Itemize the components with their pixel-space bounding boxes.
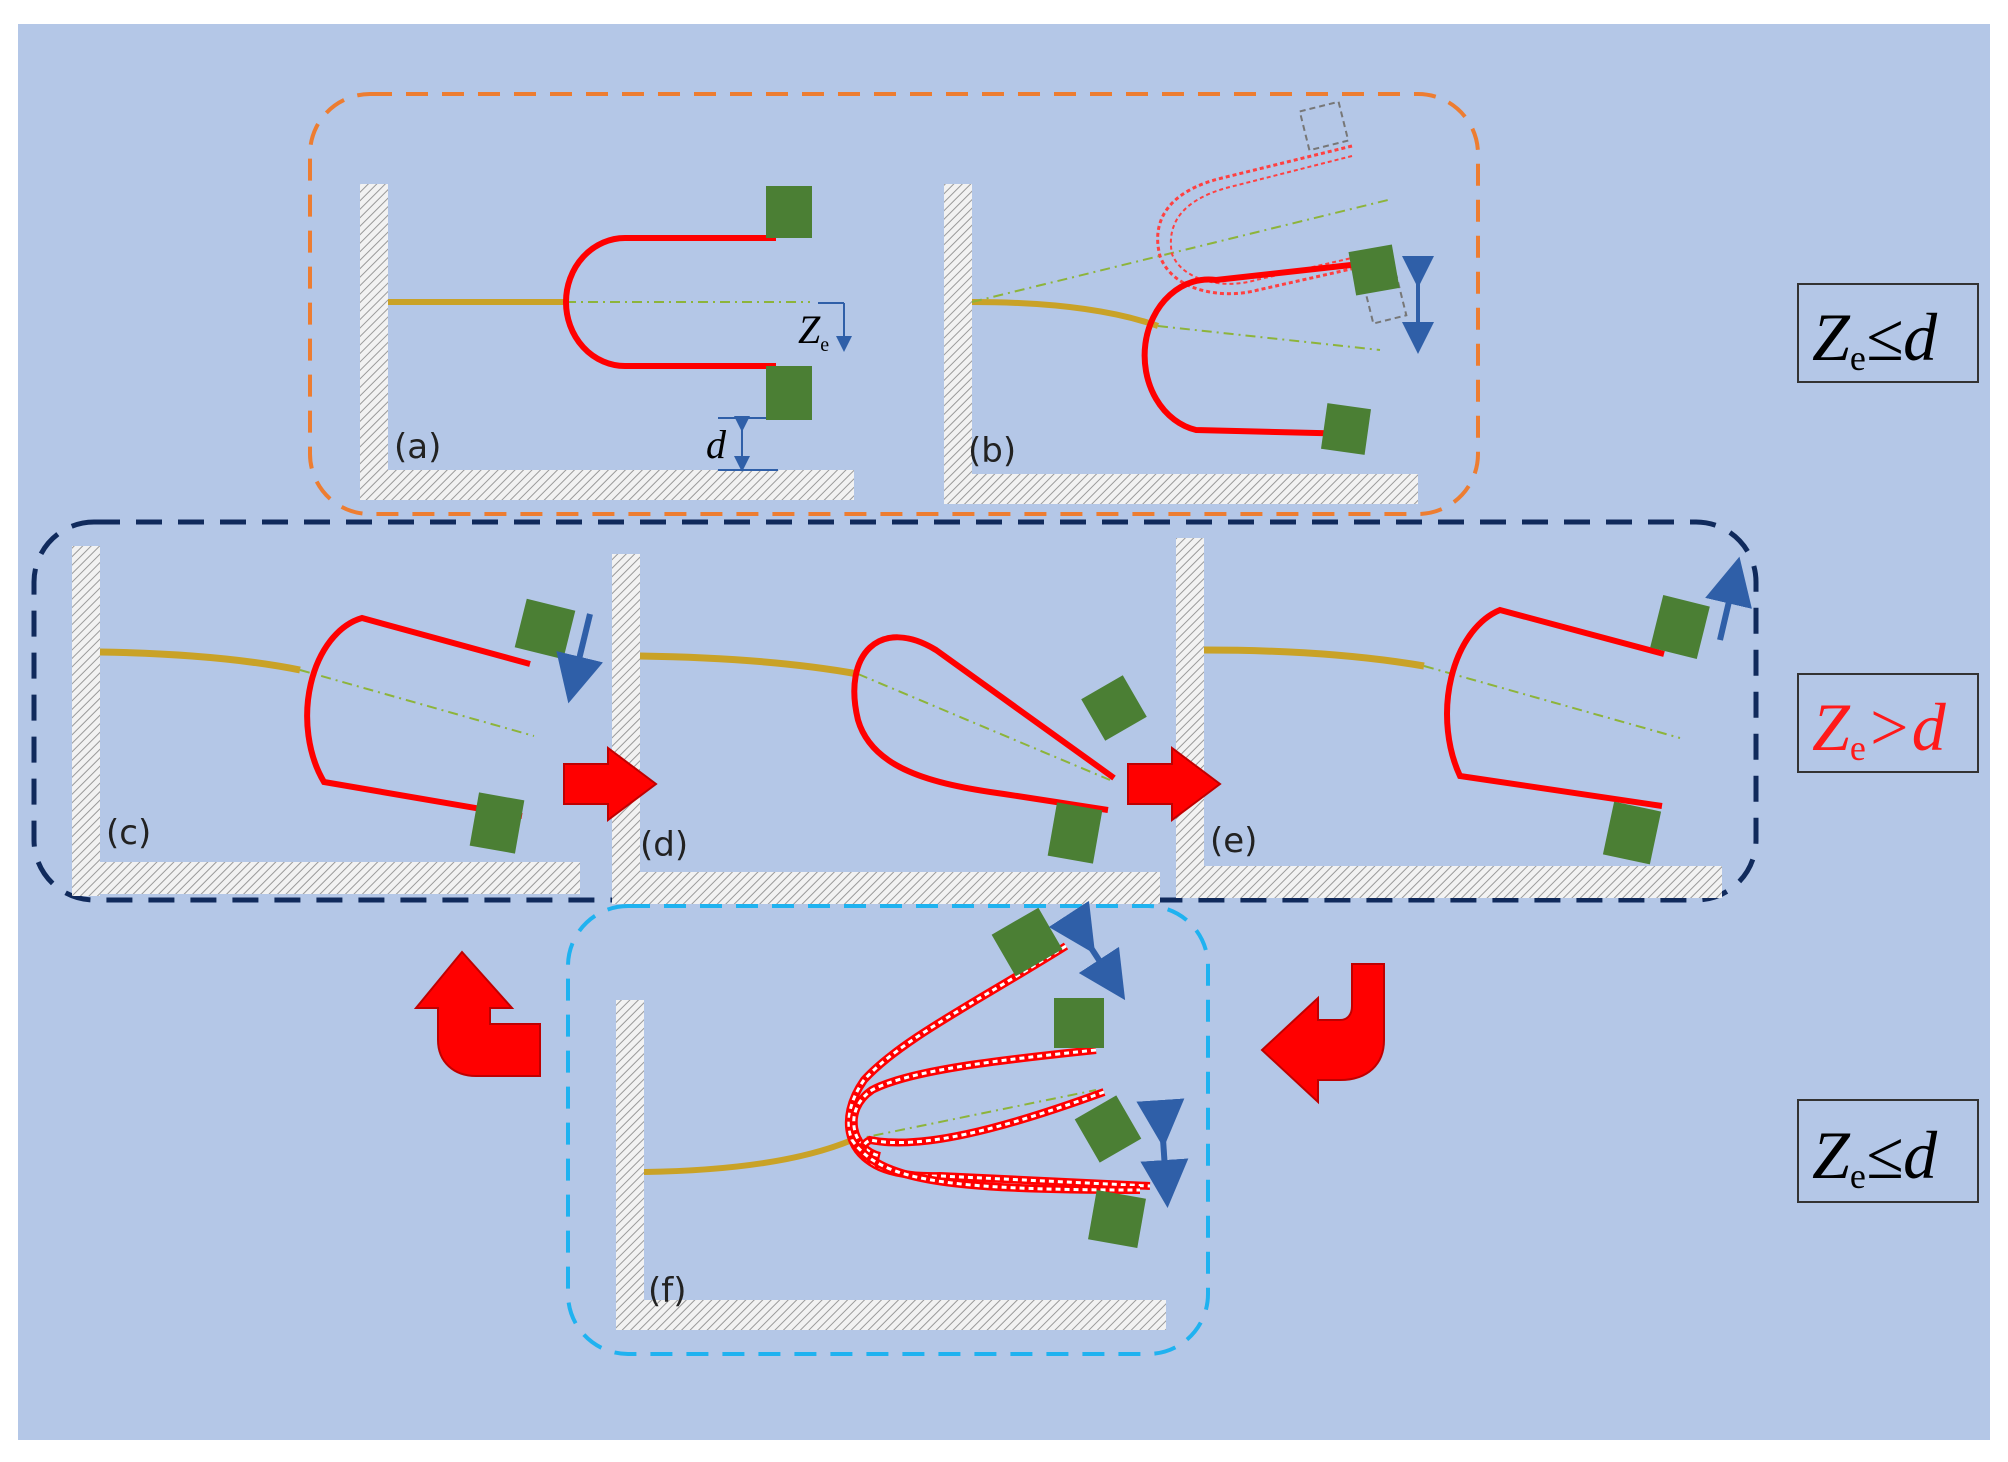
panel-e: (e) <box>1176 538 1752 898</box>
group-frame-top <box>308 92 1480 516</box>
fiber <box>643 1137 854 1175</box>
ghost-clamp-lower <box>1362 275 1408 325</box>
condition-box-2: Ze>d <box>1797 673 1979 773</box>
panel-label-e: (e) <box>1210 821 1257 861</box>
wall <box>360 184 388 498</box>
bent-tube <box>1141 259 1379 437</box>
bent-tube <box>1444 606 1665 809</box>
centerline <box>1423 665 1681 739</box>
centerline <box>299 669 535 737</box>
motion-arrow <box>1705 556 1752 641</box>
floor <box>612 872 1160 904</box>
ze-label: Ze <box>798 307 829 356</box>
floor <box>944 474 1418 504</box>
upper-clamp <box>1348 244 1400 296</box>
centerline-lower <box>1157 325 1381 351</box>
bent-tube <box>851 634 1116 813</box>
condition-box-1: Ze≤d <box>1797 283 1979 383</box>
group-frame-bottom <box>566 904 1210 1356</box>
arrow-c-to-d <box>563 746 658 822</box>
wall <box>72 546 100 896</box>
panel-label-d: (d) <box>640 825 688 865</box>
group-frame-middle <box>31 519 1759 903</box>
upper-clamp <box>514 598 576 660</box>
lower-clamp <box>1047 802 1103 864</box>
bent-tube <box>304 614 531 819</box>
lower-clamp <box>766 366 812 420</box>
lower-clamp <box>1321 403 1371 455</box>
ghost-tube <box>1156 144 1383 296</box>
upper-clamp <box>1650 594 1710 660</box>
motion-arrow-upper <box>1048 900 1126 1001</box>
panel-label-a: (a) <box>394 427 441 467</box>
d-label: d <box>706 422 727 467</box>
centerline <box>857 673 1111 781</box>
fiber <box>639 652 859 678</box>
floor <box>1176 866 1722 898</box>
clamp-1 <box>991 907 1063 977</box>
arrow-e-to-f <box>1260 963 1385 1105</box>
ghost-tube-2 <box>1169 155 1379 285</box>
motion-arrow <box>556 613 603 704</box>
fiber <box>99 648 301 674</box>
panel-a: Ze d (a) <box>360 184 854 500</box>
panel-label-f: (f) <box>648 1271 687 1311</box>
panel-d: (d) <box>612 554 1160 904</box>
fiber <box>971 299 1159 329</box>
panel-b: (b) <box>944 100 1434 504</box>
arrow-d-to-e <box>1127 746 1222 822</box>
lower-clamp <box>469 792 525 854</box>
motion-arrow-lower <box>1136 1098 1189 1208</box>
panel-c: (c) <box>72 546 603 896</box>
panel-f: (f) <box>616 900 1189 1330</box>
condition-text-2: Ze>d <box>1812 689 1947 768</box>
tube-sweep <box>844 942 1151 1194</box>
condition-text-3: Ze≤d <box>1812 1117 1938 1196</box>
floor <box>72 862 580 894</box>
wall <box>616 1000 644 1326</box>
lower-clamp <box>1602 801 1662 865</box>
bent-tube <box>563 235 776 369</box>
arrow-f-to-c <box>413 950 541 1077</box>
wall <box>1176 538 1204 896</box>
panel-label-b: (b) <box>968 431 1016 471</box>
centerline <box>971 199 1389 303</box>
clamp-2 <box>1054 998 1104 1048</box>
floor <box>360 470 854 500</box>
diagram-background <box>18 24 1990 1440</box>
upper-clamp <box>1081 675 1147 741</box>
clamp-3 <box>1074 1095 1142 1163</box>
upper-clamp <box>766 186 812 238</box>
centerline <box>851 1089 1097 1141</box>
wall <box>612 554 640 900</box>
condition-box-3: Ze≤d <box>1797 1099 1979 1203</box>
fiber <box>1203 646 1425 670</box>
panel-label-c: (c) <box>106 813 151 853</box>
condition-text-1: Ze≤d <box>1812 299 1938 378</box>
wall <box>944 184 972 498</box>
floor <box>616 1300 1166 1330</box>
clamp-4 <box>1088 1190 1146 1248</box>
